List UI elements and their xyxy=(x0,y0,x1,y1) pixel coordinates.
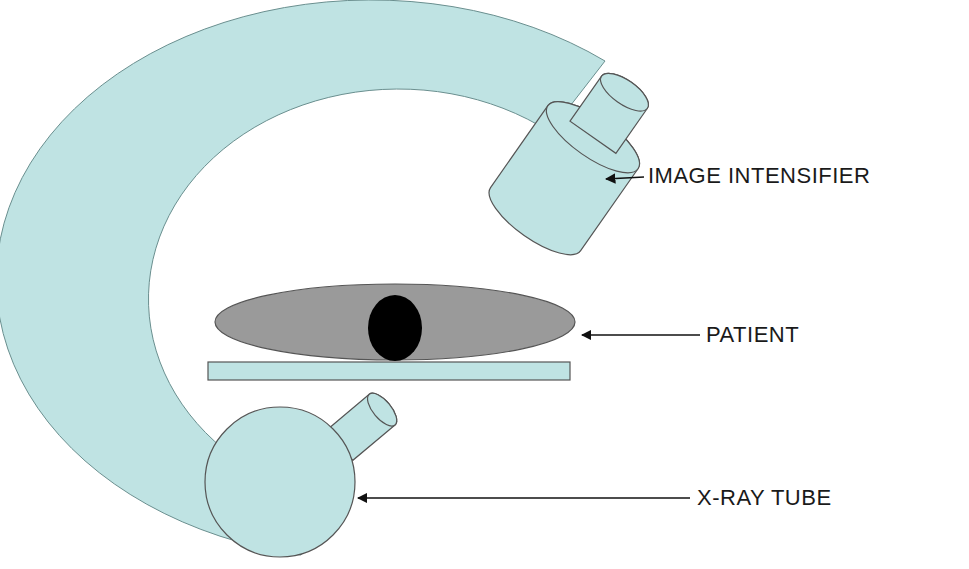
patient-table xyxy=(208,362,570,380)
image-intensifier xyxy=(479,51,676,267)
patient-body xyxy=(215,284,575,360)
leader-arrow xyxy=(358,497,690,499)
leader-arrow xyxy=(606,177,644,179)
part-label: X-RAY TUBE xyxy=(697,485,832,511)
target-organ xyxy=(368,295,422,361)
part-label: PATIENT xyxy=(706,322,799,348)
leader-arrow xyxy=(582,334,700,336)
x-ray-tube xyxy=(205,389,402,557)
part-label: IMAGE INTENSIFIER xyxy=(648,163,870,189)
